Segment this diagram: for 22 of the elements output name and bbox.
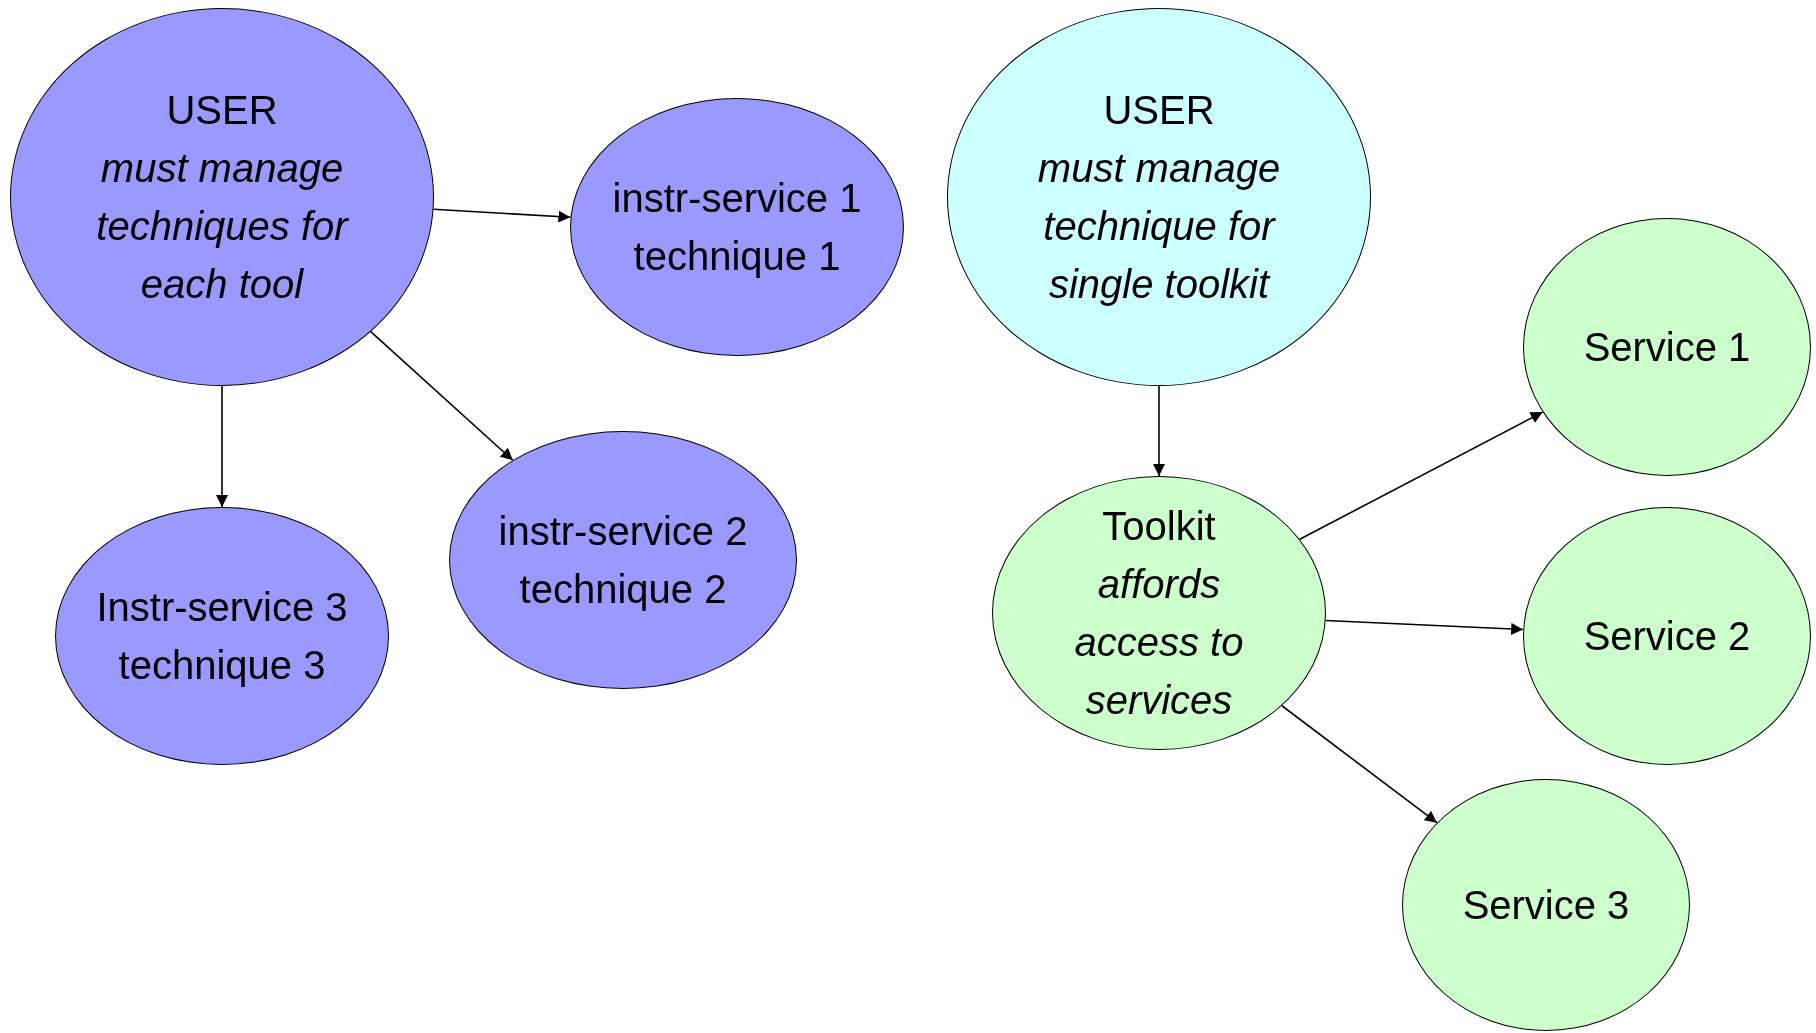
arrow xyxy=(369,330,514,461)
arrow xyxy=(1281,704,1438,824)
node-description: must manage technique for single toolkit xyxy=(1036,145,1282,308)
arrow xyxy=(1153,385,1165,477)
node-title: instr-service 2 xyxy=(498,508,748,555)
node-description: must manage techniques for each tool xyxy=(95,145,350,308)
node-description: affords access to services xyxy=(1073,561,1245,724)
node-title: Toolkit xyxy=(1102,503,1216,550)
node-description: technique 1 xyxy=(633,233,841,280)
node-title: Service 2 xyxy=(1583,613,1751,660)
node-title: Instr-service 3 xyxy=(96,584,348,631)
node-title: Service 3 xyxy=(1462,882,1630,929)
node-title: USER xyxy=(166,87,278,134)
arrow xyxy=(216,385,228,508)
node-title: instr-service 1 xyxy=(612,175,862,222)
node-description: technique 2 xyxy=(519,566,727,613)
arrow xyxy=(432,208,572,223)
node-title: USER xyxy=(1103,87,1215,134)
arrow xyxy=(1298,411,1544,541)
node-description: technique 3 xyxy=(118,642,326,689)
arrow xyxy=(1324,619,1524,635)
node-title: Service 1 xyxy=(1583,324,1751,371)
